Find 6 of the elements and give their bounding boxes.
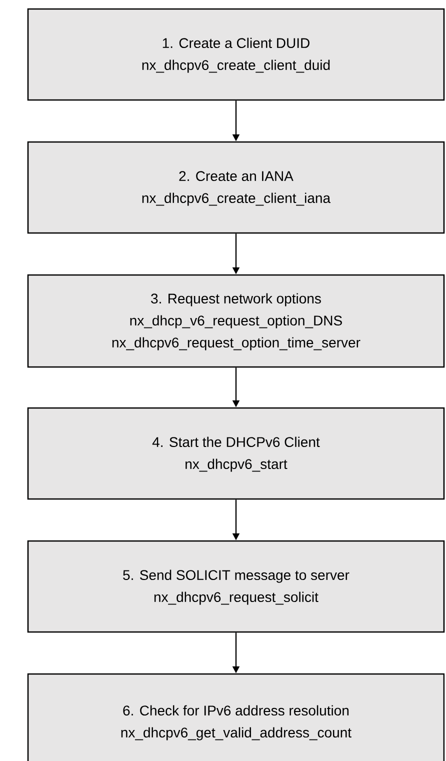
process-box: 3. Request network options nx_dhcp_v6_request_option_DNS nx_dhcpv6_request_option_time_server bbox=[27, 274, 445, 368]
process-box: 4. Start the DHCPv6 Client nx_dhcpv6_start bbox=[27, 407, 445, 500]
process-box: 1. Create a Client DUID nx_dhcpv6_create_client_duid bbox=[27, 8, 445, 101]
process-box: 6. Check for IPv6 address resolution nx_dhcpv6_get_valid_address_count bbox=[27, 673, 445, 761]
process-box: 5. Send SOLICIT message to server nx_dhcpv6_request_solicit bbox=[27, 540, 445, 633]
process-box: 2. Create an IANA nx_dhcpv6_create_client_iana bbox=[27, 141, 445, 234]
